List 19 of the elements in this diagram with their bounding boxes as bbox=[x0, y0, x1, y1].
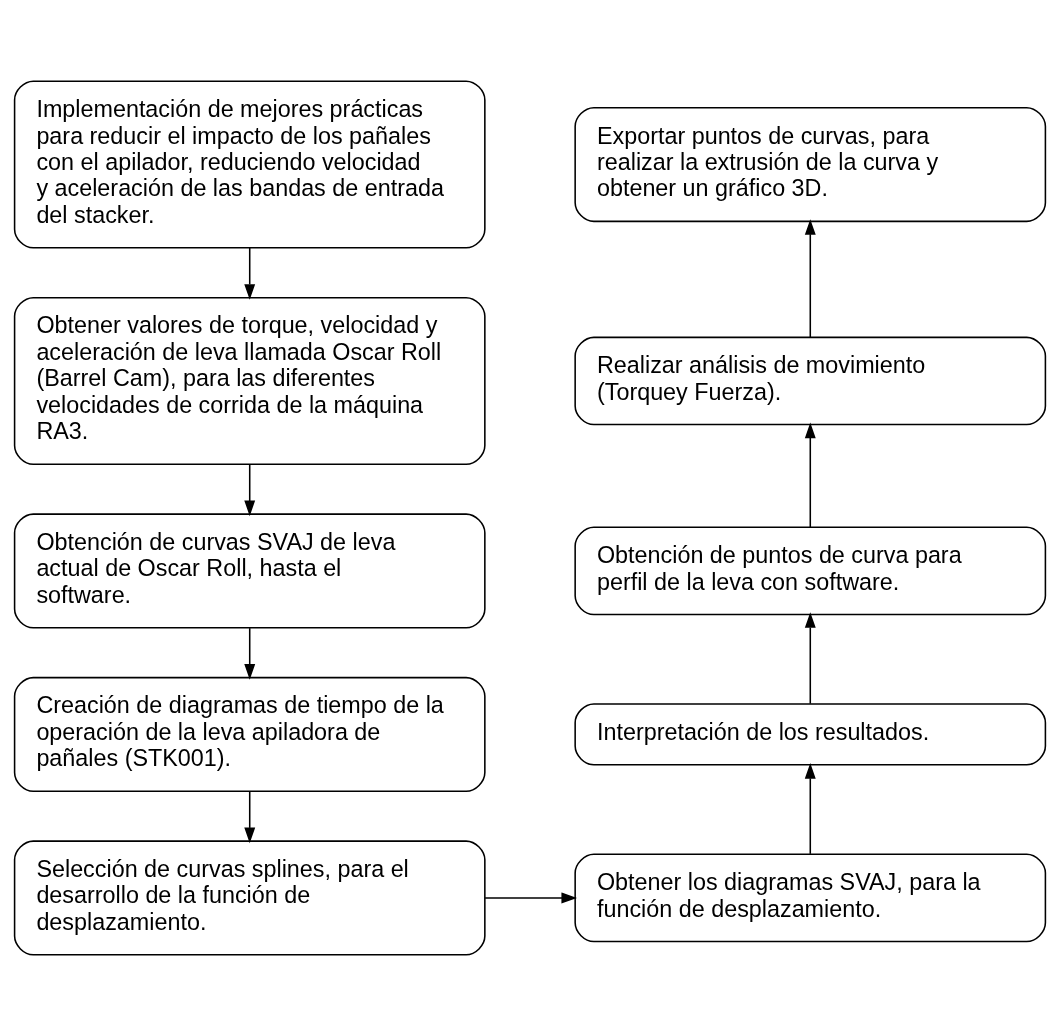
node-box: Exportar puntos de curvas, para realizar la extrusión de la curva y obtener un gráfico 3D. bbox=[574, 106, 1047, 223]
node-box: Obtención de puntos de curva para perfil de la leva con software. bbox=[574, 526, 1047, 616]
node-box: Interpretación de los resultados. bbox=[574, 703, 1047, 766]
node-box: Implementación de mejores prácticas para reducir el impacto de los pañales con el apilador, reduciendo velocidad y aceleración de las bandas de entrada del stacker. bbox=[13, 80, 486, 249]
arrow bbox=[244, 790, 256, 844]
arrow bbox=[804, 612, 816, 705]
node-box: Realizar análisis de movimiento (Torquey Fuerza). bbox=[574, 336, 1047, 426]
arrow bbox=[244, 463, 256, 517]
arrow bbox=[804, 219, 816, 338]
arrow bbox=[484, 892, 578, 904]
arrow bbox=[804, 422, 816, 528]
arrow bbox=[244, 627, 256, 680]
node-box: Selección de curvas splines, para el desarrollo de la función de desplazamiento. bbox=[13, 840, 486, 956]
arrow bbox=[244, 247, 256, 300]
node-box: Obtener los diagramas SVAJ, para la función de desplazamiento. bbox=[574, 853, 1047, 943]
node-box: Creación de diagramas de tiempo de la operación de la leva apiladora de pañales (STK001). bbox=[13, 676, 486, 793]
arrow bbox=[804, 763, 816, 855]
node-box: Obtener valores de torque, velocidad y aceleración de leva llamada Oscar Roll (Barrel Cam), para las diferentes velocidades de corrida de la máquina RA3. bbox=[13, 296, 486, 466]
node-box: Obtención de curvas SVAJ de leva actual de Oscar Roll, hasta el software. bbox=[13, 513, 486, 629]
